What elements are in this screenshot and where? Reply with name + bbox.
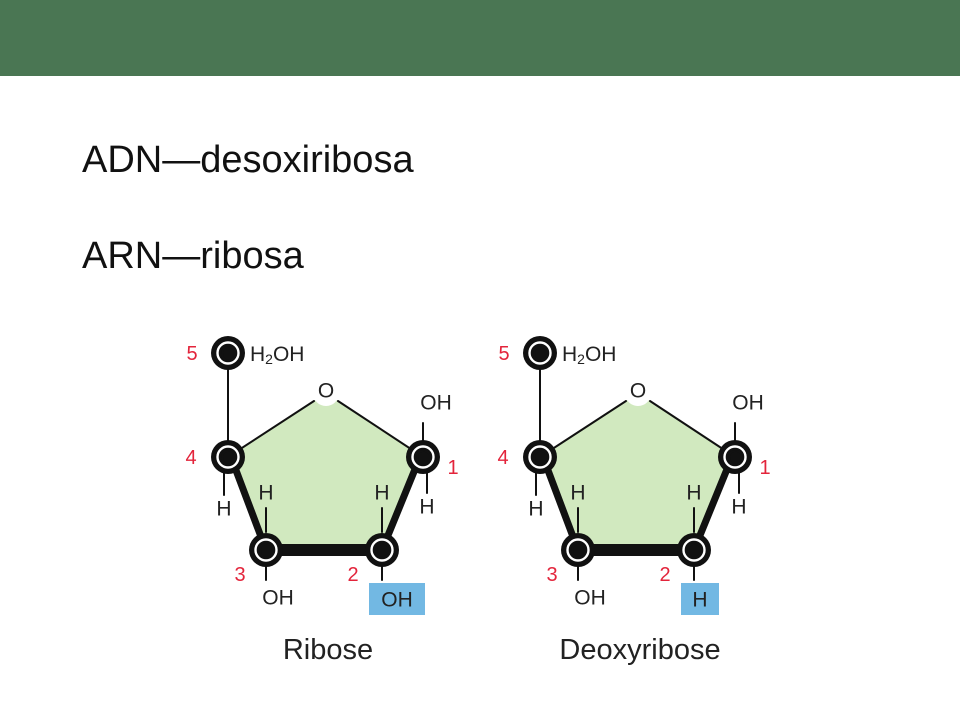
carbon-ring [682, 538, 706, 562]
c4-hydrogen: H [216, 498, 231, 521]
carbon-letter: C [220, 446, 236, 471]
c1-hydrogen: H [731, 496, 746, 519]
c3-hydrogen: H [570, 482, 585, 505]
carbon-disc [249, 533, 283, 567]
ch2oh-h: H [250, 343, 265, 366]
carbon-disc [523, 440, 557, 474]
ch2oh-oh: OH [273, 343, 305, 366]
carbon-number-2: 2 [347, 564, 358, 586]
carbon-atom: C [561, 533, 595, 567]
ch2oh-subscript: 2 [265, 351, 273, 367]
carbon-atom: C [211, 440, 245, 474]
carbon-letter: C [258, 539, 274, 564]
bullet-rna-ribose: ARN—ribosa [82, 235, 304, 277]
carbon-letter: C [220, 342, 236, 367]
carbon-atom: C [677, 533, 711, 567]
carbon-disc [406, 440, 440, 474]
carbon-number-1: 1 [447, 457, 458, 479]
header-bar [0, 0, 960, 76]
carbon-letter: C [686, 539, 702, 564]
carbon-disc [211, 336, 245, 370]
carbon-ring [216, 445, 240, 469]
carbon-atom: C [523, 440, 557, 474]
ring-fill [540, 393, 735, 550]
c3-hydroxyl: OH [574, 587, 606, 610]
c4-hydrogen: H [528, 498, 543, 521]
bond-c4-o [539, 400, 627, 458]
carbon-letter: C [727, 446, 743, 471]
carbon-number-5: 5 [186, 343, 197, 365]
ch2oh-group: H2OH [562, 343, 616, 368]
c1-hydroxyl: OH [732, 392, 764, 415]
c1-hydrogen: H [419, 496, 434, 519]
oxygen-halo [625, 380, 651, 406]
carbon-ring [528, 341, 552, 365]
carbon-ring [528, 445, 552, 469]
carbon-number-5: 5 [498, 343, 509, 365]
carbon-atom: C [718, 440, 752, 474]
ch2oh-subscript: 2 [577, 351, 585, 367]
ch2oh-oh: OH [585, 343, 617, 366]
carbon-number-3: 3 [234, 564, 245, 586]
carbon-disc [718, 440, 752, 474]
carbon-atom: C [249, 533, 283, 567]
ch2oh-h: H [562, 343, 577, 366]
c2-highlight-box [369, 583, 425, 615]
carbon-number-4: 4 [185, 447, 196, 469]
sugar-caption-deoxyribose: Deoxyribose [559, 634, 720, 666]
carbon-atom: C [365, 533, 399, 567]
c2-hydrogen: H [686, 482, 701, 505]
carbon-atom: C [211, 336, 245, 370]
ch2oh-group: H2OH [250, 343, 304, 368]
carbon-ring [216, 341, 240, 365]
bullet-dna-deoxyribose: ADN—desoxiribosa [82, 139, 414, 181]
carbon-disc [561, 533, 595, 567]
ring-fill [228, 393, 423, 550]
bond-c4-o [227, 400, 315, 458]
c2-group-label: OH [381, 589, 413, 612]
carbon-letter: C [532, 342, 548, 367]
carbon-ring [370, 538, 394, 562]
oxygen-atom: O [318, 380, 334, 403]
carbon-letter: C [570, 539, 586, 564]
carbon-number-4: 4 [497, 447, 508, 469]
carbon-disc [523, 336, 557, 370]
carbon-ring [254, 538, 278, 562]
c1-hydroxyl: OH [420, 392, 452, 415]
c2-group-label: H [692, 589, 707, 612]
oxygen-atom: O [630, 380, 646, 403]
carbon-ring [723, 445, 747, 469]
carbon-number-1: 1 [759, 457, 770, 479]
carbon-atom: C [523, 336, 557, 370]
carbon-number-2: 2 [659, 564, 670, 586]
carbon-letter: C [415, 446, 431, 471]
carbon-disc [211, 440, 245, 474]
oxygen-halo [313, 380, 339, 406]
carbon-disc [365, 533, 399, 567]
c2-highlight-box [681, 583, 719, 615]
carbon-atom: C [406, 440, 440, 474]
carbon-number-3: 3 [546, 564, 557, 586]
c3-hydroxyl: OH [262, 587, 294, 610]
carbon-letter: C [532, 446, 548, 471]
c3-hydrogen: H [258, 482, 273, 505]
c2-hydrogen: H [374, 482, 389, 505]
carbon-ring [566, 538, 590, 562]
carbon-letter: C [374, 539, 390, 564]
carbon-ring [411, 445, 435, 469]
carbon-disc [677, 533, 711, 567]
sugar-caption-ribose: Ribose [283, 634, 373, 666]
